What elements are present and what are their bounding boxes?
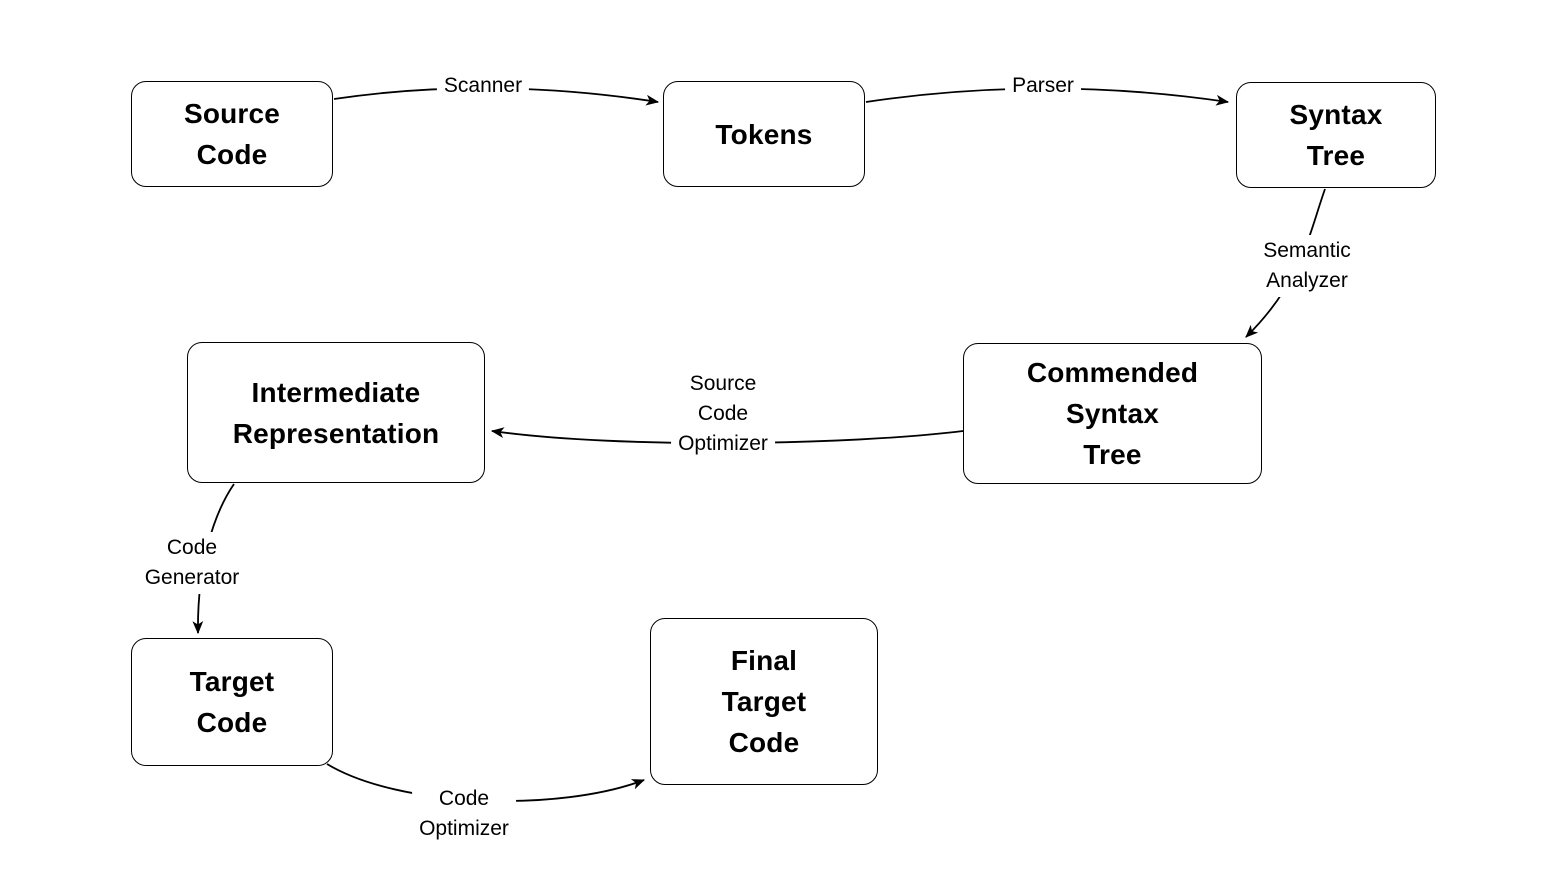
- node-source-code-label: Source Code: [183, 98, 281, 170]
- node-target-code-label: Target Code: [189, 666, 275, 738]
- node-intermediate-representation-label: Intermediate Representation: [232, 376, 440, 449]
- node-source-code: Source Code: [131, 81, 333, 187]
- node-commended-syntax-tree-label: Commended Syntax Tree: [1026, 357, 1199, 470]
- node-final-target-code: Final Target Code: [650, 618, 878, 785]
- edge-label-parser: Parser: [1005, 70, 1081, 102]
- node-tokens-label: Tokens: [715, 118, 813, 150]
- node-syntax-tree-label: Syntax Tree: [1289, 99, 1383, 171]
- node-final-target-code-label: Final Target Code: [721, 645, 807, 758]
- edge-label-semantic-analyzer: Semantic Analyzer: [1256, 235, 1358, 297]
- edge-label-scanner: Scanner: [436, 70, 530, 102]
- node-intermediate-representation: Intermediate Representation: [187, 342, 485, 483]
- node-target-code: Target Code: [131, 638, 333, 766]
- edge-label-code-optimizer: Code Optimizer: [412, 783, 516, 845]
- node-tokens: Tokens: [663, 81, 865, 187]
- node-commended-syntax-tree: Commended Syntax Tree: [963, 343, 1262, 484]
- edge-label-code-generator: Code Generator: [137, 532, 247, 594]
- edge-label-source-code-optimizer: Source Code Optimizer: [671, 368, 775, 460]
- node-syntax-tree: Syntax Tree: [1236, 82, 1436, 188]
